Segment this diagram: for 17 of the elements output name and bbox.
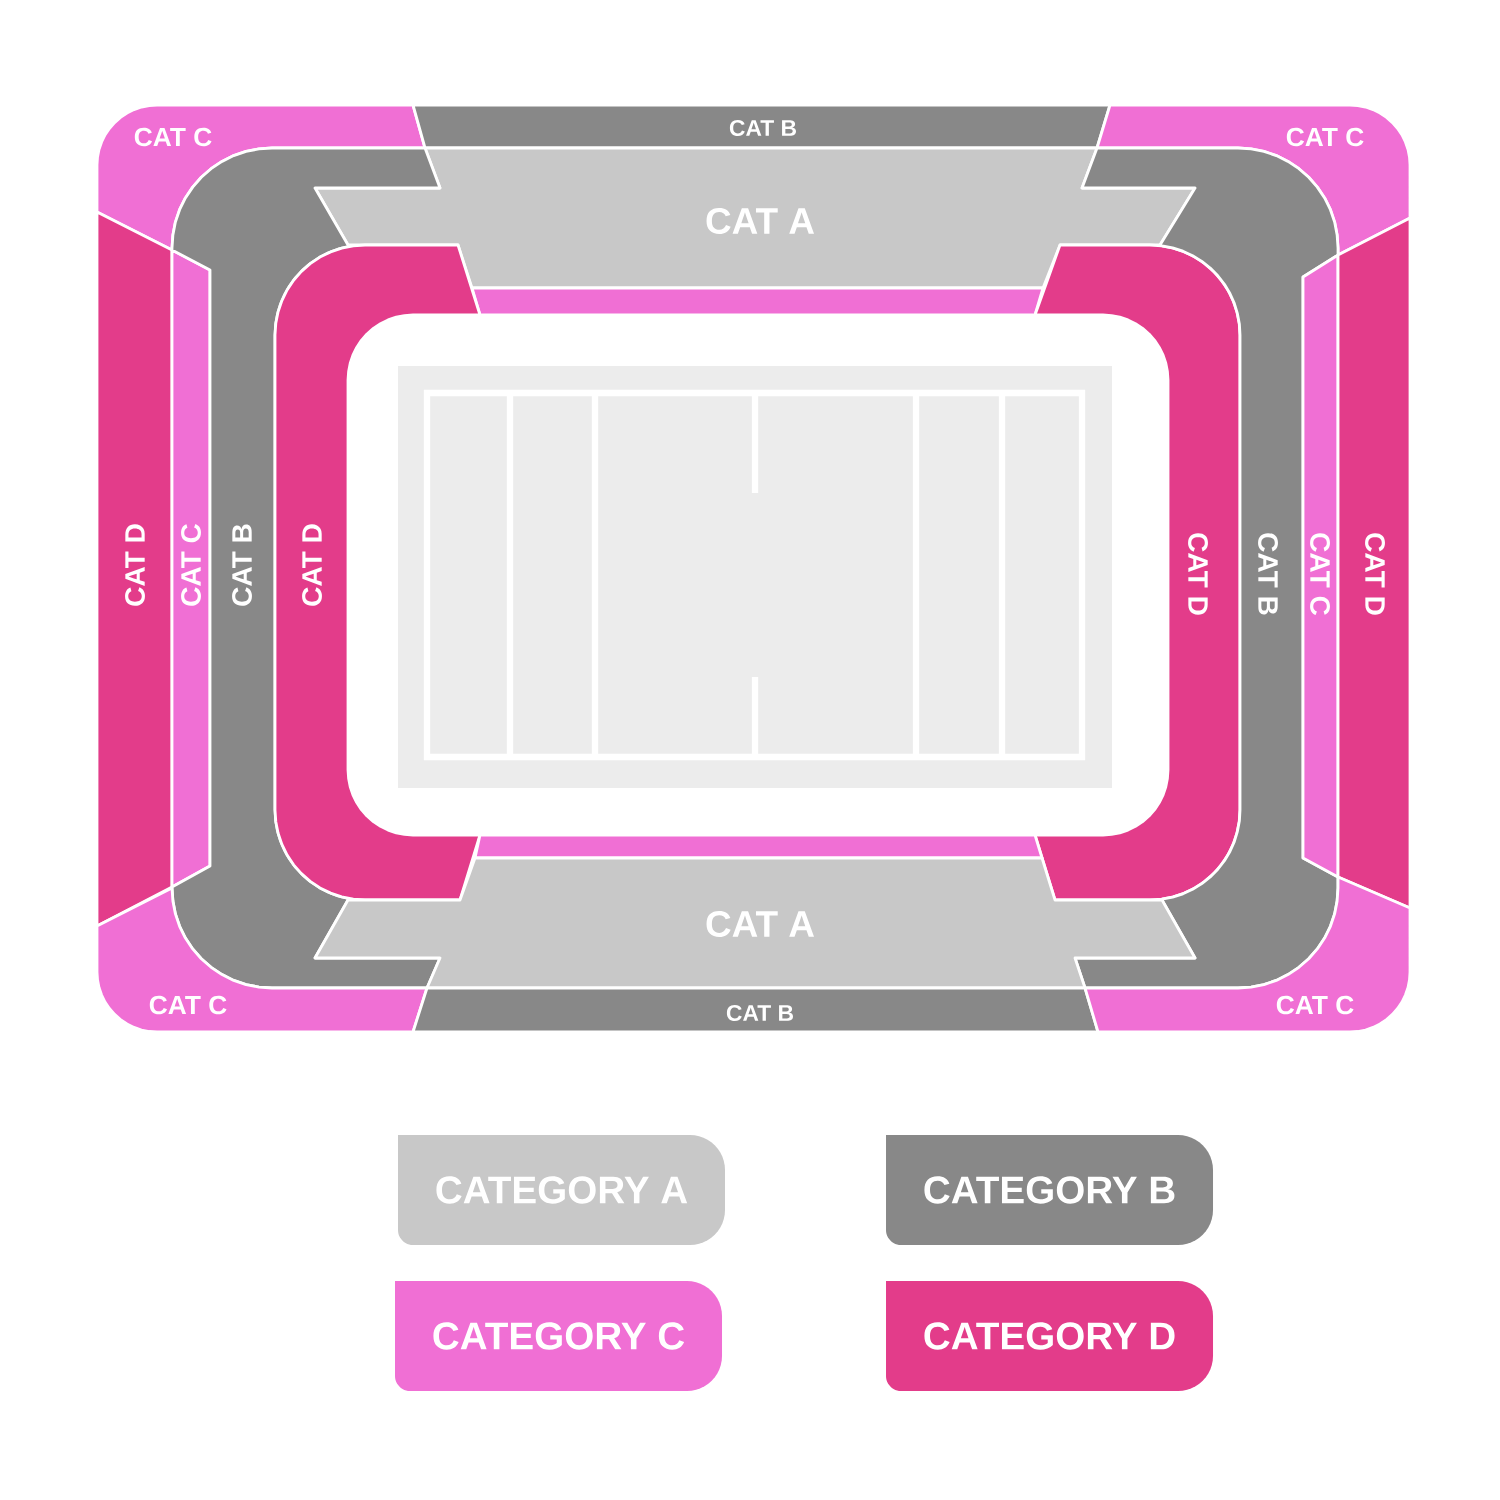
- seating-section: CAT D: [95, 210, 174, 928]
- seating-section: CAT C: [1301, 253, 1340, 879]
- seating-section: [470, 286, 1045, 317]
- legend-key: CATEGORY C: [395, 1281, 722, 1391]
- seating-section: CAT D: [273, 243, 482, 902]
- legend-key: CATEGORY B: [886, 1135, 1213, 1245]
- legend-key: CATEGORY D: [886, 1281, 1213, 1391]
- seating-section: CAT D: [1336, 216, 1412, 910]
- seating-section: CAT C: [95, 886, 429, 1034]
- seating-section: CAT C: [1095, 103, 1412, 257]
- seating-section: CAT B: [411, 986, 1100, 1034]
- seating-section: CAT C: [1083, 875, 1412, 1034]
- seating-section: CAT D: [1033, 243, 1242, 902]
- seating-section: [473, 833, 1044, 860]
- seating-section: CAT C: [95, 103, 427, 252]
- seating-section: CAT B: [411, 103, 1112, 150]
- seating-section: CAT C: [170, 248, 212, 889]
